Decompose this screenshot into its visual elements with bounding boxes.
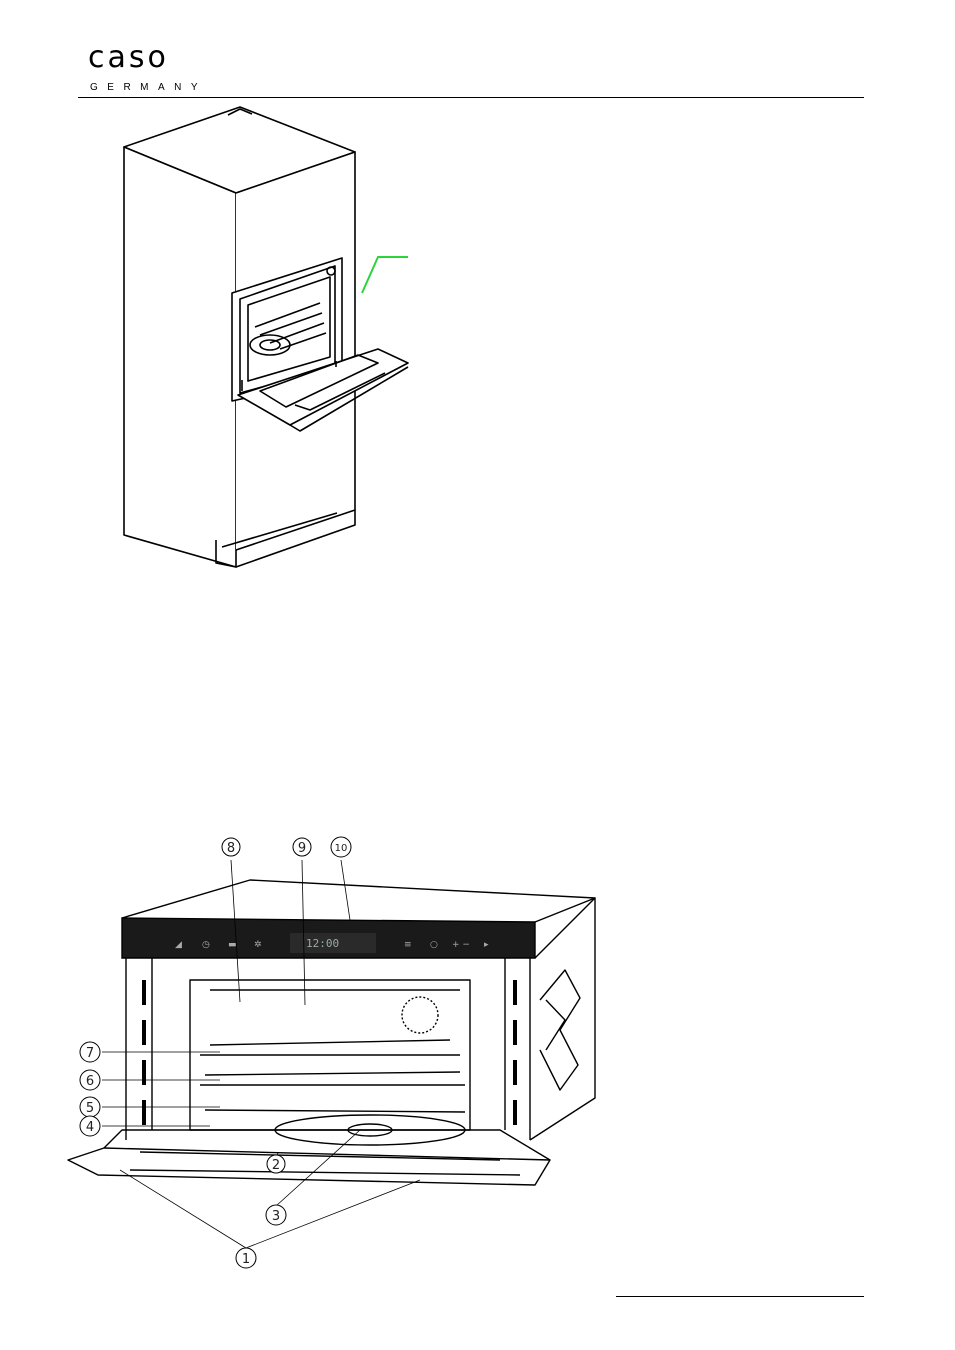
oven-parts-figure: 12:00 ◢ ◷ ▬ ✲ ≡ ○ + − ▸ 8 9 10 7 6 5 4 2…: [60, 830, 620, 1270]
brand-logo: caso GERMANY: [78, 33, 206, 105]
callout-7: 7: [80, 1042, 100, 1062]
svg-text:+ −: + −: [452, 940, 470, 950]
logo-wordmark: caso: [88, 43, 169, 73]
callout-9: 9: [293, 838, 311, 856]
callout-1: 1: [236, 1248, 256, 1268]
header-rule: [78, 97, 864, 98]
cabinet-installation-figure: [110, 105, 420, 575]
callout-4: 4: [80, 1116, 100, 1136]
oven-display-time: 12:00: [306, 937, 339, 950]
svg-text:◷: ◷: [202, 940, 210, 950]
svg-text:5: 5: [86, 1101, 94, 1116]
svg-text:▸: ▸: [484, 940, 489, 950]
svg-text:≡: ≡: [404, 940, 412, 950]
svg-text:7: 7: [86, 1046, 94, 1061]
callout-3: 3: [266, 1205, 286, 1225]
svg-text:▬: ▬: [228, 940, 237, 950]
callout-6: 6: [80, 1070, 100, 1090]
svg-text:9: 9: [298, 841, 306, 856]
callout-10: 10: [331, 837, 351, 857]
svg-text:✲: ✲: [254, 940, 262, 950]
logo-subline: GERMANY: [90, 83, 207, 93]
svg-text:2: 2: [272, 1158, 280, 1173]
svg-text:◢: ◢: [175, 940, 182, 950]
callout-8: 8: [222, 838, 240, 856]
svg-text:1: 1: [242, 1252, 250, 1267]
svg-text:3: 3: [272, 1209, 280, 1224]
svg-text:6: 6: [86, 1074, 94, 1089]
callout-5: 5: [80, 1097, 100, 1117]
svg-text:10: 10: [335, 843, 348, 854]
svg-text:4: 4: [86, 1120, 94, 1135]
svg-text:○: ○: [430, 940, 438, 950]
callout-2: 2: [267, 1155, 285, 1173]
footer-rule: [616, 1296, 864, 1297]
svg-text:8: 8: [227, 841, 235, 856]
